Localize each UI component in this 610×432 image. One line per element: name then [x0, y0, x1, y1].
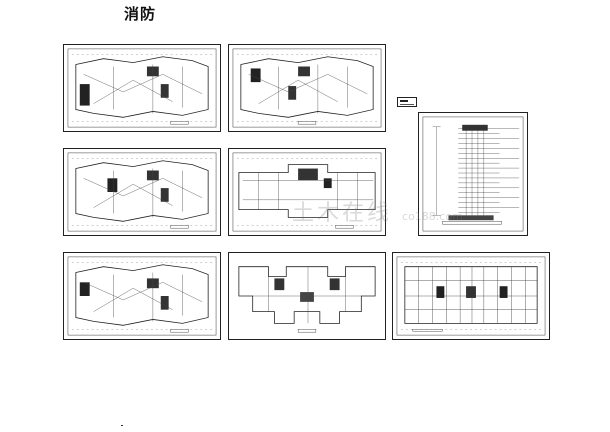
- residential-plan-drawing-1: [238, 266, 376, 333]
- margin-mark: [121, 425, 123, 426]
- floor-plan-sheet-5: [63, 252, 221, 340]
- residential-plan-drawing-2: [396, 256, 546, 336]
- residential-plan-sheet-2: [392, 252, 550, 340]
- watermark-text: 土木在线: [292, 201, 393, 226]
- watermark: 土木在线 co188.com: [292, 195, 463, 227]
- floor-plan-drawing-2: [232, 48, 382, 128]
- residential-plan-sheet-1: [228, 252, 386, 340]
- watermark-subtext: co188.com: [402, 210, 463, 223]
- floor-plan-sheet-1: [63, 44, 221, 132]
- floor-plan-drawing-4: [232, 152, 382, 232]
- floor-plan-sheet-4: [228, 148, 386, 236]
- floor-plan-sheet-2: [228, 44, 386, 132]
- floor-plan-sheet-3: [63, 148, 221, 236]
- floor-plan-drawing-5: [67, 256, 217, 336]
- floor-plan-drawing-1: [67, 48, 217, 128]
- legend-box: [397, 97, 417, 107]
- drawing-title: 消防: [124, 5, 157, 23]
- riser-diagram-sheet: [418, 112, 528, 236]
- riser-diagram-drawing: [422, 116, 524, 232]
- floor-plan-drawing-3: [67, 152, 217, 232]
